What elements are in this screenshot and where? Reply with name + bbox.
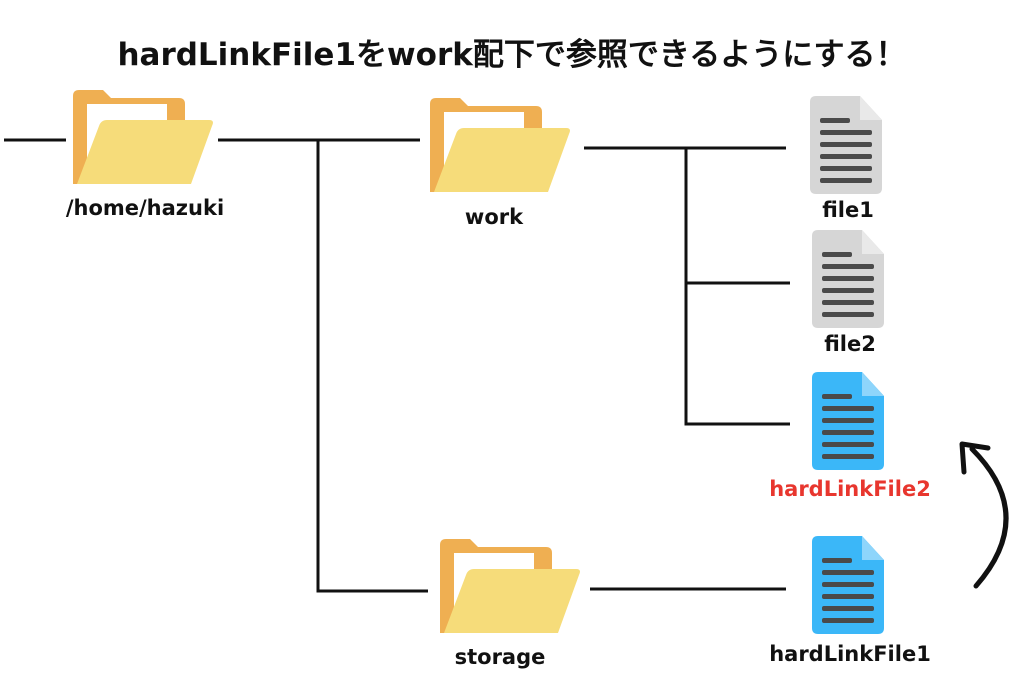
folder-icon xyxy=(440,539,580,633)
file-label-file1: file1 xyxy=(822,198,874,222)
folder-work[interactable]: work xyxy=(430,98,570,229)
diagram-title: hardLinkFile1をwork配下で参照できるようにする！ xyxy=(117,37,906,73)
document-icon xyxy=(812,230,884,328)
folder-label-storage: storage xyxy=(455,645,546,669)
folder-icon xyxy=(73,90,213,184)
folder-label-home: /home/hazuki xyxy=(66,196,224,220)
file-hardlinkfile2[interactable]: hardLinkFile2 xyxy=(769,372,931,501)
folder-storage[interactable]: storage xyxy=(440,539,580,669)
folder-label-work: work xyxy=(465,205,524,229)
folder-icon xyxy=(430,98,570,192)
curved-arrow-icon xyxy=(959,441,1009,589)
document-icon xyxy=(812,536,884,634)
edge-home-storage xyxy=(316,140,428,593)
folder-home[interactable]: /home/hazuki xyxy=(66,90,224,220)
file-label-file2: file2 xyxy=(824,332,876,356)
file-label-hardlinkfile2: hardLinkFile2 xyxy=(769,477,931,501)
file-hardlinkfile1[interactable]: hardLinkFile1 xyxy=(769,536,931,666)
edge-work-hardlinkfile2 xyxy=(684,148,790,426)
tree-connectors xyxy=(4,138,790,593)
document-icon xyxy=(812,372,884,470)
document-icon xyxy=(810,96,882,194)
link-arrow-curve xyxy=(969,446,1009,589)
file-label-hardlinkfile1: hardLinkFile1 xyxy=(769,642,931,666)
file-file2[interactable]: file2 xyxy=(812,230,884,356)
file-file1[interactable]: file1 xyxy=(810,96,882,222)
link-arrow-head xyxy=(959,441,991,475)
